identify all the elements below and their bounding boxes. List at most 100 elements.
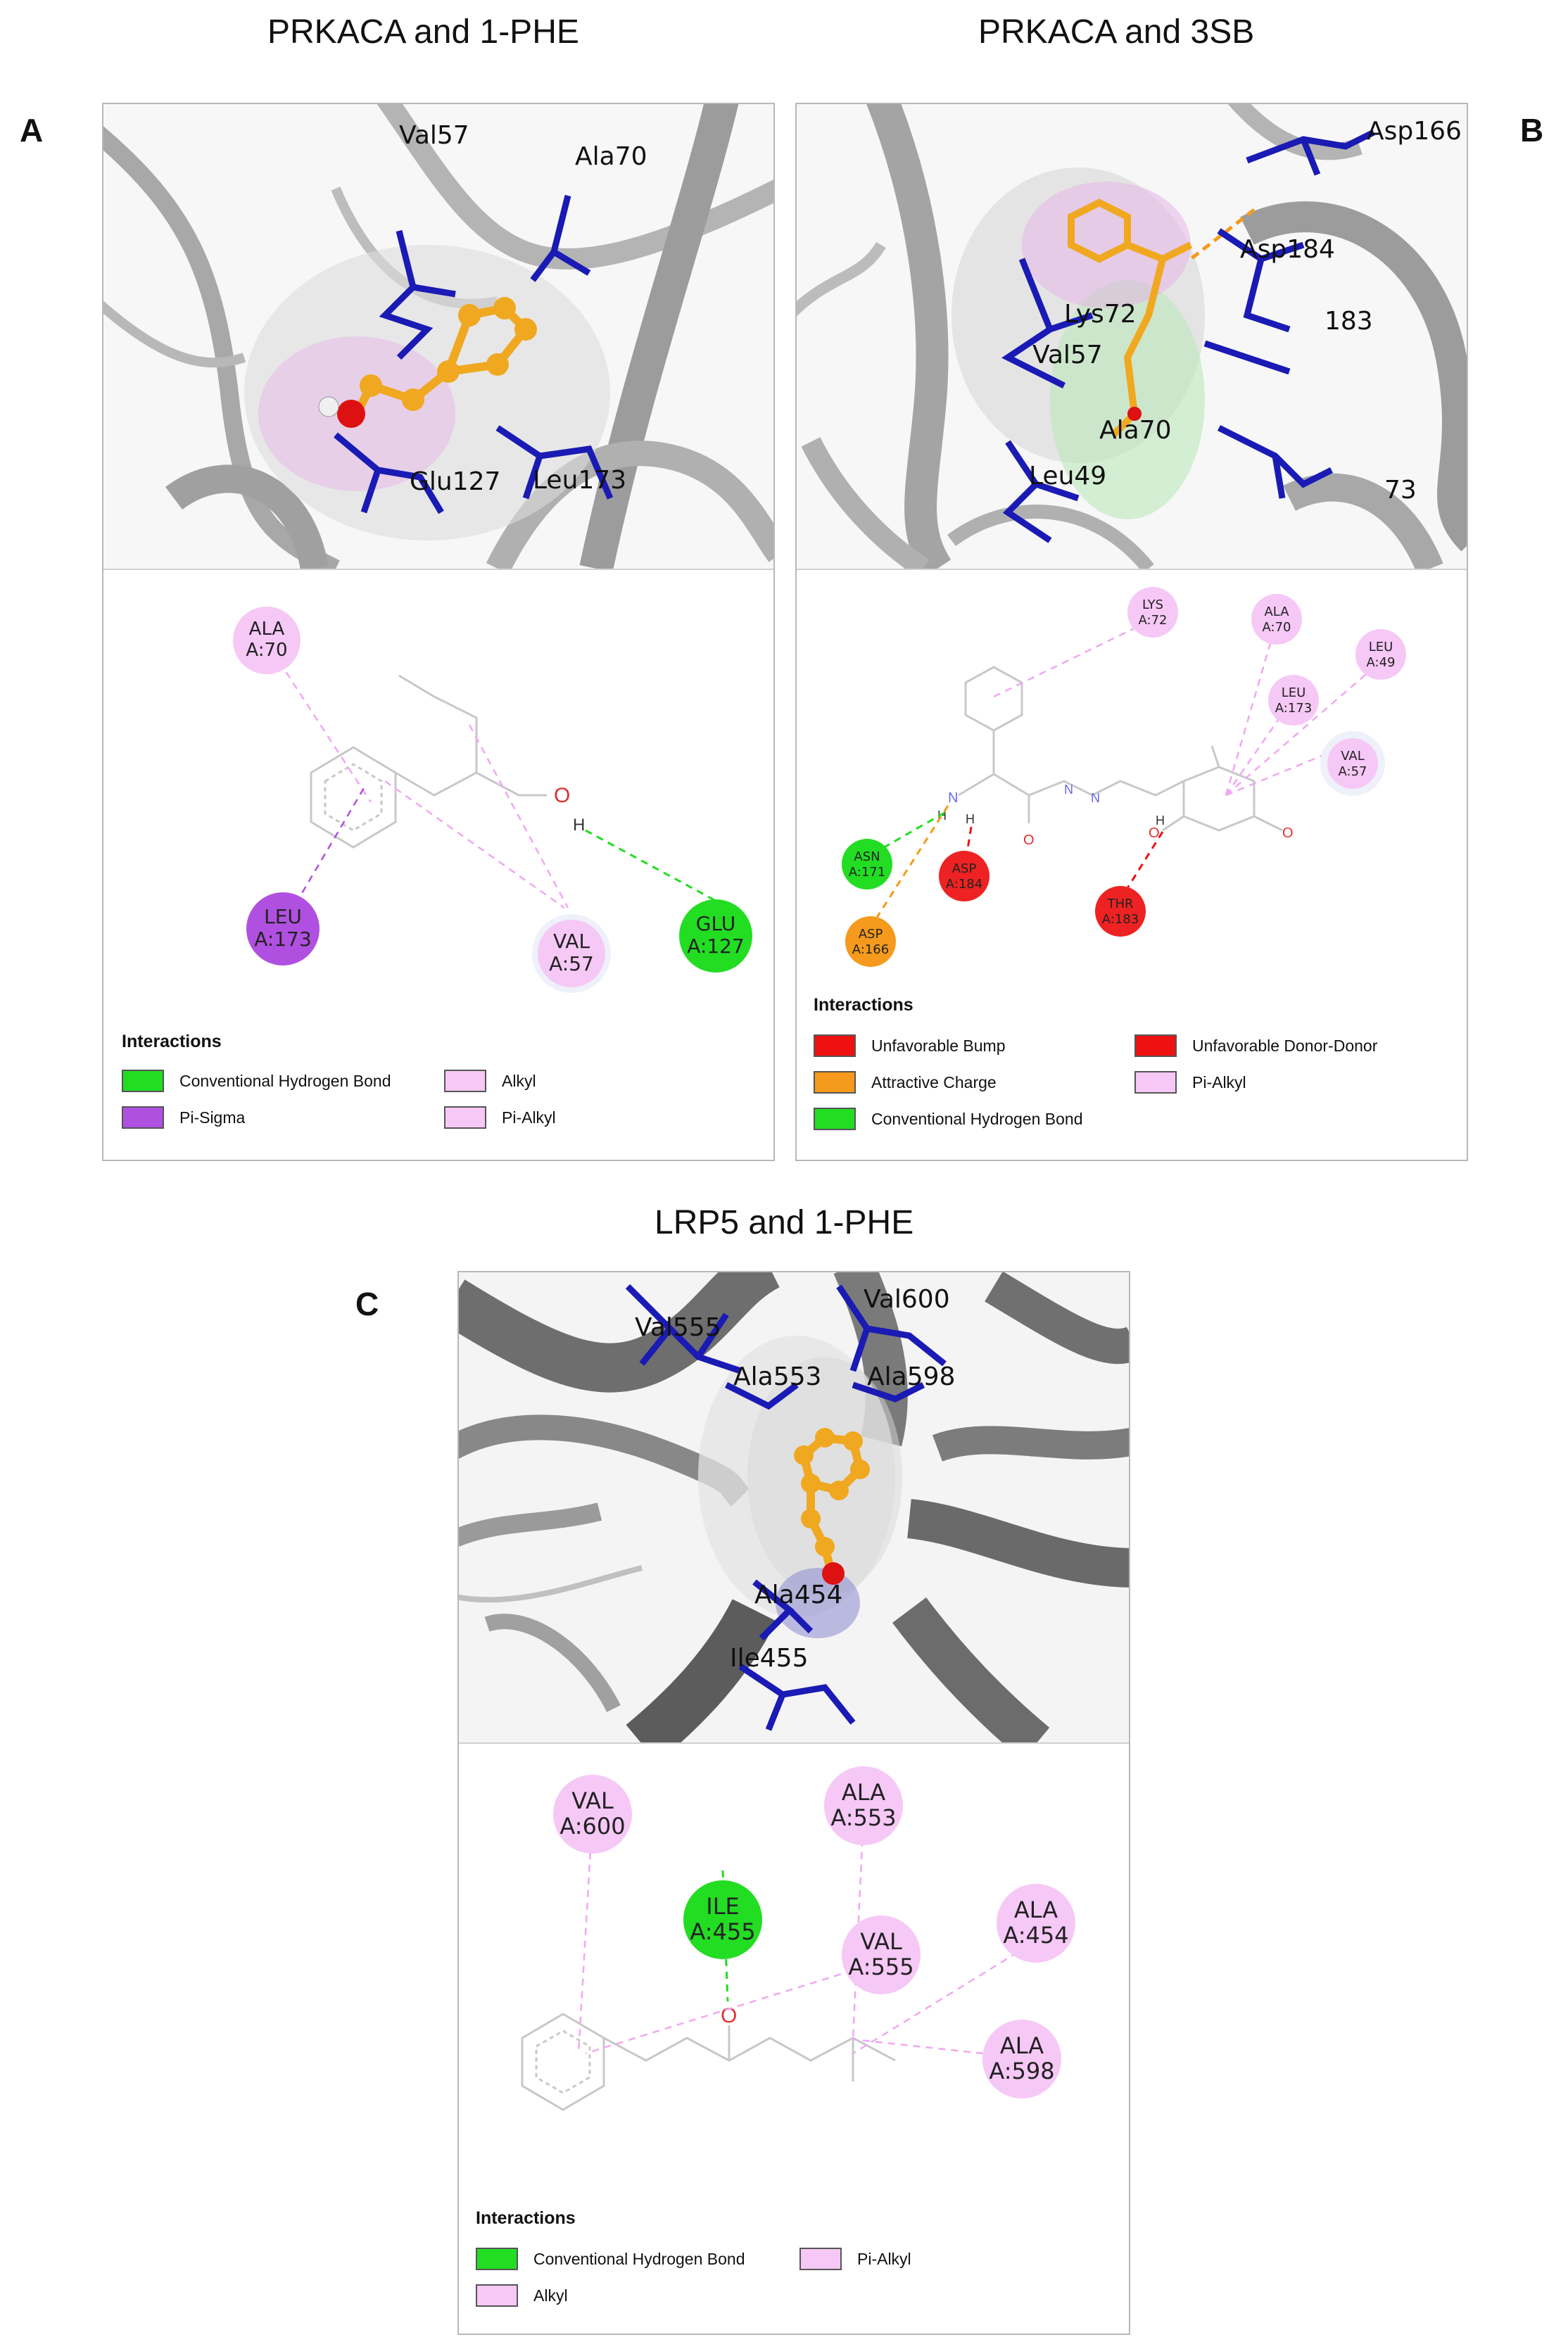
atom-n: N [1064, 783, 1073, 797]
label3d-val600: Val600 [864, 1285, 950, 1314]
label3d-val555: Val555 [635, 1313, 721, 1342]
residue-disc [538, 920, 605, 987]
residue-name: LEU [264, 905, 302, 928]
residue-disc [1327, 738, 1378, 789]
residue-id: A:57 [1339, 764, 1367, 779]
residue-id: A:70 [246, 640, 287, 661]
label3d-ala553: Ala553 [733, 1362, 821, 1391]
legend-bump: Unfavorable Bump [814, 1034, 1006, 1057]
residue-name: ALA [1264, 604, 1289, 619]
swatch [476, 2284, 518, 2307]
panel-c-2d-diagram: O VAL A:600 ALA A:553 ILE A:455 VAL A:55… [459, 1742, 1129, 2334]
label3d-ala70: Ala70 [1099, 416, 1172, 445]
panel-a: Val57 Ala70 Glu127 Leu173 O H ALA A:70 L… [102, 103, 775, 1161]
legend-pi-sigma: Pi-Sigma [122, 1106, 245, 1129]
label3d-leu173: Leu173 [533, 466, 626, 495]
residue-id: A:553 [830, 1804, 896, 1831]
residue-id: A:600 [559, 1813, 625, 1840]
residue-name: ILE [706, 1893, 739, 1920]
residue-id: A:49 [1367, 655, 1396, 670]
panel-a-legend-title: Interactions [122, 1032, 222, 1051]
label3d-val57: Val57 [1032, 341, 1103, 369]
panel-c-letter: C [355, 1286, 379, 1322]
swatch [814, 1034, 856, 1057]
swatch [814, 1108, 856, 1130]
atom-o: O [1282, 825, 1294, 841]
residue-name: VAL [553, 930, 590, 953]
residue-disc [824, 1766, 903, 1845]
legend-hbond: Conventional Hydrogen Bond [122, 1070, 391, 1092]
residue-disc [683, 1880, 762, 1959]
residue-disc [1268, 675, 1319, 726]
label3d-val57: Val57 [399, 121, 469, 150]
legend-hbond: Conventional Hydrogen Bond [814, 1108, 1082, 1130]
panel-a-2d-diagram: O H ALA A:70 LEU A:173 VAL A:57 GLU A:12… [103, 569, 773, 1160]
swatch [444, 1106, 486, 1129]
residue-name: ASN [854, 849, 880, 864]
swatch [814, 1071, 856, 1094]
swatch [1134, 1071, 1177, 1094]
panel-b-2d-diagram: N H H O N N O O H LYS A:72 ALA A:70 LEU … [797, 569, 1467, 1160]
residue-disc [842, 839, 892, 889]
residue-id: A:454 [1003, 1922, 1068, 1949]
atom-n: N [1091, 791, 1100, 805]
legend-donor-donor: Unfavorable Donor-Donor [1134, 1034, 1377, 1057]
atom-o: O [1149, 825, 1160, 841]
panel-b-3d-structure: Asp166 Asp184 Lys72 Val57 Ala70 Leu49 18… [797, 104, 1467, 569]
panel-a-3d-structure: Val57 Ala70 Glu127 Leu173 [103, 104, 773, 569]
swatch [122, 1106, 164, 1129]
residue-name: ALA [249, 619, 285, 640]
atom-o: O [721, 2004, 737, 2027]
panel-a-title: PRKACA and 1-PHE [267, 13, 579, 51]
residue-id: A:173 [254, 927, 312, 951]
residue-disc [233, 607, 301, 674]
residue-disc [845, 916, 896, 967]
residue-id: A:183 [1102, 912, 1139, 927]
legend-hbond: Conventional Hydrogen Bond [476, 2248, 745, 2270]
swatch [1134, 1034, 1177, 1057]
panel-c-title: LRP5 and 1-PHE [655, 1204, 914, 1241]
label3d-ala454: Ala454 [754, 1581, 842, 1609]
label3d-leu49: Leu49 [1029, 462, 1106, 490]
panel-b-title: PRKACA and 3SB [978, 13, 1255, 51]
legend-alkyl: Alkyl [444, 1070, 536, 1092]
label3d-asp184: Asp184 [1240, 235, 1335, 264]
residue-name: ALA [1014, 1897, 1058, 1923]
panel-c: Val555 Val600 Ala553 Ala598 Ala454 Ile45… [457, 1271, 1130, 2335]
residue-id: A:171 [849, 865, 885, 880]
panel-c-3d-structure: Val555 Val600 Ala553 Ala598 Ala454 Ile45… [459, 1272, 1129, 1742]
legend-pi-alkyl: Pi-Alkyl [799, 2248, 911, 2270]
label3d-ala70: Ala70 [575, 142, 647, 171]
legend-pi-alkyl: Pi-Alkyl [1134, 1071, 1246, 1094]
label3d-183: 183 [1324, 307, 1373, 336]
label3d-ala598: Ala598 [867, 1362, 955, 1391]
residue-id: A:57 [549, 952, 594, 975]
panel-a-letter: A [20, 112, 44, 148]
atom-n: N [948, 790, 958, 806]
residue-disc [982, 2020, 1061, 2098]
atom-h: H [573, 816, 585, 835]
label3d-73: 73 [1384, 476, 1417, 505]
label3d-ile455: Ile455 [730, 1644, 808, 1673]
residue-id: A:166 [852, 942, 889, 957]
residue-id: A:72 [1139, 613, 1168, 628]
residue-disc [1127, 587, 1178, 638]
atom-o: O [554, 784, 570, 807]
swatch [122, 1070, 164, 1092]
label3d-glu127: Glu127 [410, 467, 500, 496]
residue-name: LEU [1282, 685, 1306, 700]
residue-disc [842, 1916, 921, 1994]
residue-id: A:173 [1275, 701, 1312, 716]
legend-alkyl: Alkyl [476, 2284, 568, 2307]
residue-name: ALA [842, 1779, 885, 1806]
residue-name: VAL [860, 1928, 902, 1955]
residue-disc [1095, 886, 1146, 937]
atom-h: H [1156, 813, 1165, 828]
residue-name: LYS [1142, 597, 1163, 612]
panel-b: Asp166 Asp184 Lys72 Val57 Ala70 Leu49 18… [795, 103, 1468, 1161]
swatch [444, 1070, 486, 1092]
atom-h: H [966, 812, 975, 826]
residue-name: ALA [1000, 2032, 1044, 2059]
label3d-lys72: Lys72 [1064, 300, 1137, 329]
residue-name: VAL [571, 1787, 614, 1814]
